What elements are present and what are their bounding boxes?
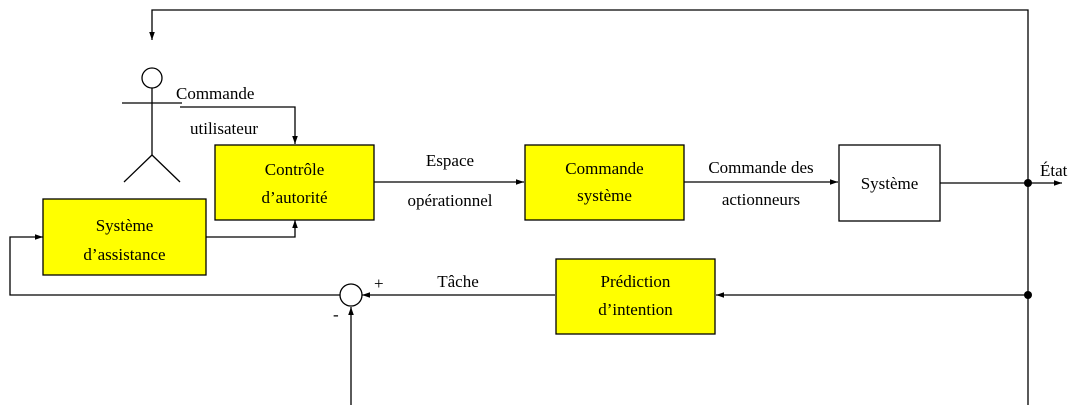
state-junction-dot [1024,179,1032,187]
junction-minus-label: - [333,305,339,324]
system-command-label-1: Commande [565,159,643,178]
user-command-wire [180,106,298,144]
assistance-to-authority-wire [206,220,298,238]
system-label: Système [861,174,919,193]
assistance-system-label-2: d’assistance [83,245,165,264]
error-to-assistance-wire [9,234,340,296]
actuator-command-label-2: actionneurs [722,190,800,209]
system-command-block: Commande système [524,144,685,221]
intention-prediction-label-2: d’intention [598,300,673,319]
intention-prediction-label-1: Prédiction [601,272,671,291]
operational-space-label-2: opérationnel [408,191,493,210]
user-stick-figure-icon [122,67,182,183]
assistance-system-block: Système d’assistance [42,198,207,276]
user-command-label-2: utilisateur [190,119,258,138]
authority-control-block: Contrôle d’autorité [214,144,375,221]
state-feedback-to-user-wire [149,9,1029,183]
intention-prediction-block: Prédiction d’intention [555,258,716,335]
actuator-command-label-1: Commande des [708,158,813,177]
task-label: Tâche [437,272,479,291]
state-label: État [1040,161,1068,180]
operational-space-label-1: Espace [426,151,474,170]
summing-junction-icon [339,283,363,307]
authority-control-label-2: d’autorité [261,188,327,207]
assistance-system-label-1: Système [96,216,154,235]
user-command-label-1: Commande [176,84,254,103]
junction-plus-label: + [374,274,384,293]
system-command-label-2: système [577,186,632,205]
intention-junction-dot [1024,291,1032,299]
authority-control-label-1: Contrôle [265,160,325,179]
system-block: Système [838,144,941,222]
